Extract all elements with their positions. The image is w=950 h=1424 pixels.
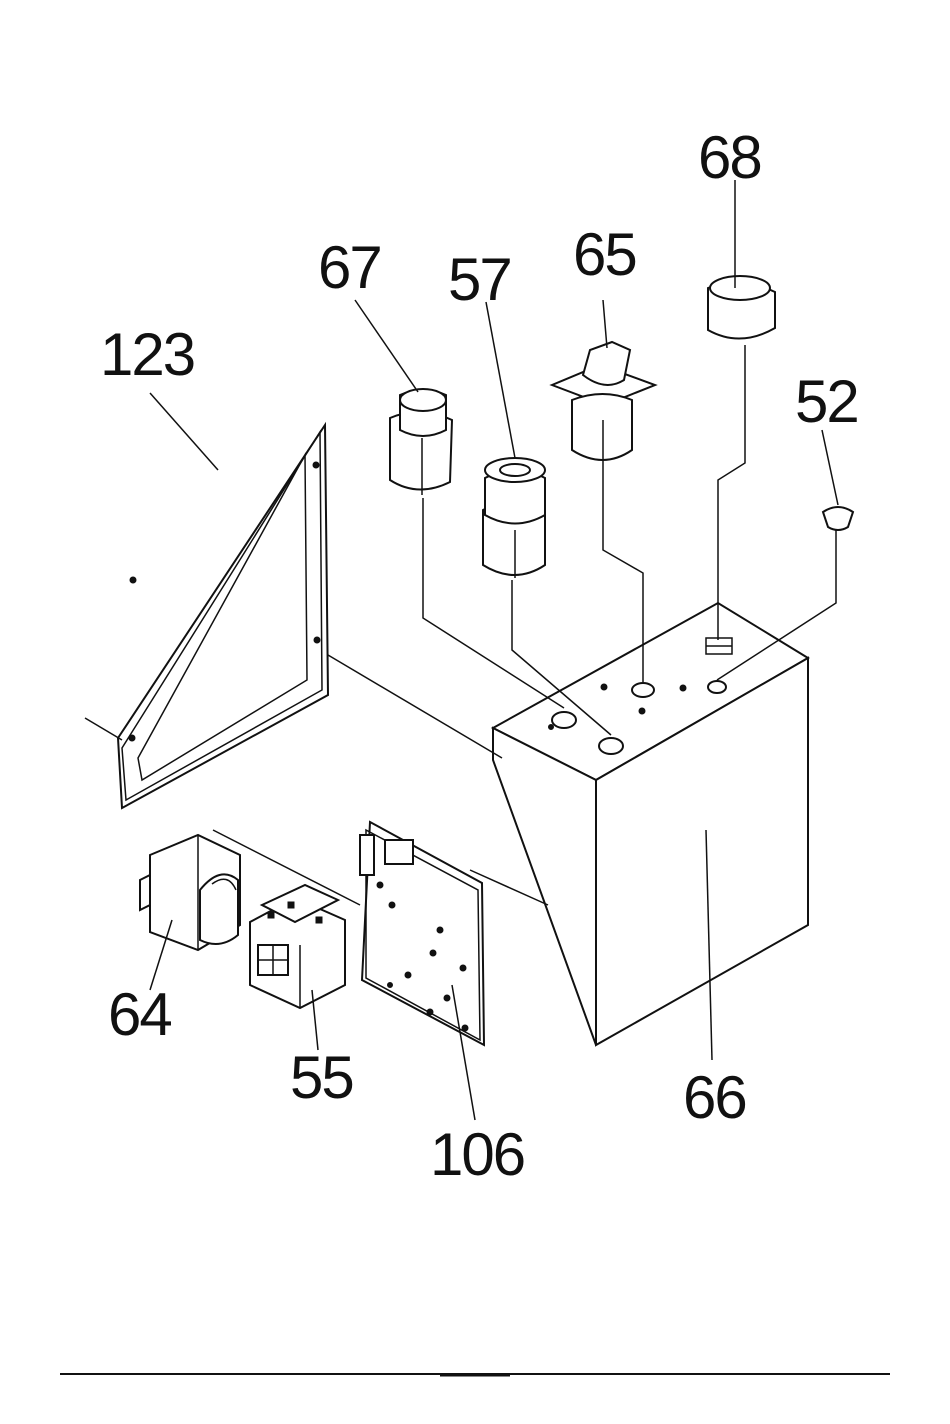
label-55: 55 bbox=[290, 1044, 353, 1111]
label-67: 67 bbox=[318, 234, 381, 301]
part-55-contactor bbox=[250, 885, 345, 1050]
label-52: 52 bbox=[795, 368, 858, 435]
part-106-circuit-board bbox=[360, 822, 548, 1120]
label-64: 64 bbox=[108, 981, 171, 1048]
part-66-enclosure bbox=[493, 603, 808, 1060]
part-65-component bbox=[552, 300, 655, 682]
label-66: 66 bbox=[683, 1064, 746, 1131]
label-106: 106 bbox=[430, 1121, 524, 1188]
label-68: 68 bbox=[698, 124, 761, 191]
part-123-frame bbox=[85, 393, 328, 808]
label-57: 57 bbox=[448, 246, 511, 313]
label-65: 65 bbox=[573, 221, 636, 288]
label-123: 123 bbox=[100, 321, 194, 388]
leader-frame-to-box bbox=[328, 655, 502, 758]
part-68-component bbox=[708, 180, 775, 640]
